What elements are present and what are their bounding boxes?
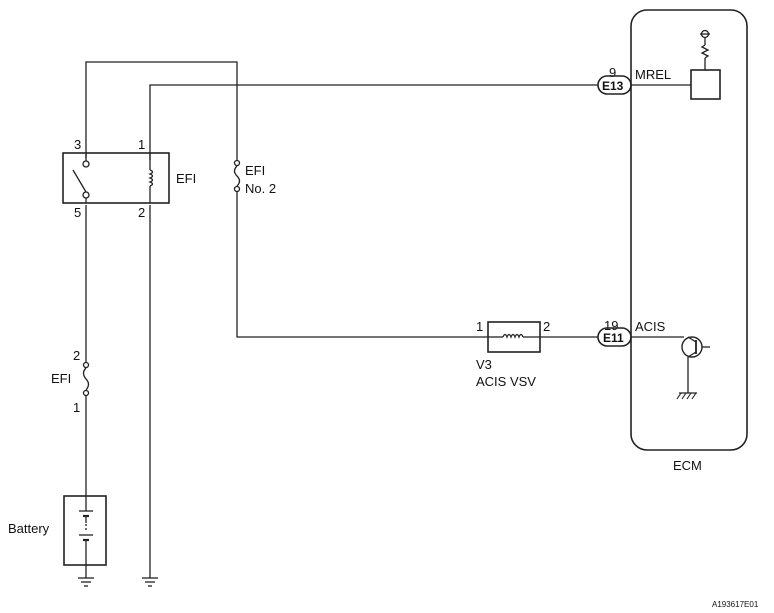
ecm: ECM 9 E13 MREL 19 E11 ACIS [597,9,748,473]
efi-fuse-pin-bottom: 1 [73,400,80,415]
battery-body [63,495,107,566]
wire-relay1-to-e13 [149,84,598,160]
signal-label: ACIS [635,319,666,334]
wire-relay3-to-efi-no2 [85,61,238,160]
relay-contact-5 [82,191,90,199]
connector-pin: 19 [604,318,618,333]
resistor-pullup-icon [700,29,710,70]
relay-contact-3 [82,160,90,168]
efi-fuse: 2 EFI 1 [51,348,90,415]
relay-body [62,152,170,204]
connector-pin: 9 [609,65,616,80]
wires [85,61,598,578]
relay-pin-5: 5 [74,205,81,220]
ground-icon [142,577,158,587]
connector-code: E13 [602,79,624,93]
battery-label: Battery [8,521,50,536]
vsv-pin-right: 2 [543,319,550,334]
relay-switch-arm [72,169,87,193]
efi-no2-fuse: EFI No. 2 [233,159,276,196]
acis-vsv: 1 2 V3 ACIS VSV [476,319,550,389]
efi-fuse-pin-top: 2 [73,348,80,363]
connector-code: E11 [603,331,624,345]
wire-efi-no2-to-vsv [236,192,488,338]
efi-fuse-label: EFI [51,371,71,386]
vsv-ref: V3 [476,357,492,372]
relay-coil-icon [148,153,154,203]
relay-pin-3: 3 [74,137,81,152]
relay-label: EFI [176,171,196,186]
relay-pin-1: 1 [138,137,145,152]
ground-icon [78,577,94,587]
figure-id: A193617E01 [712,600,759,609]
relay-pin-2: 2 [138,205,145,220]
efi-no2-label-line1: EFI [245,163,265,178]
ecm-label: ECM [673,458,702,473]
vsv-pin-left: 1 [476,319,483,334]
connector-e13: 9 E13 MREL [597,29,721,100]
efi-relay: 3 1 5 2 EFI [62,137,196,220]
solenoid-coil-icon [502,333,524,339]
mrel-driver-box [690,69,721,100]
vsv-name: ACIS VSV [476,374,536,389]
battery: Battery [8,495,107,566]
transistor-icon [681,336,710,393]
fuse-icon [233,165,241,187]
ecm-body [630,9,748,451]
battery-cells-icon [79,496,93,565]
efi-no2-label-line2: No. 2 [245,181,276,196]
connector-e11: 19 E11 ACIS [597,318,710,400]
chassis-ground-icon [676,392,697,400]
fuse-icon [82,367,90,391]
signal-label: MREL [635,67,671,82]
